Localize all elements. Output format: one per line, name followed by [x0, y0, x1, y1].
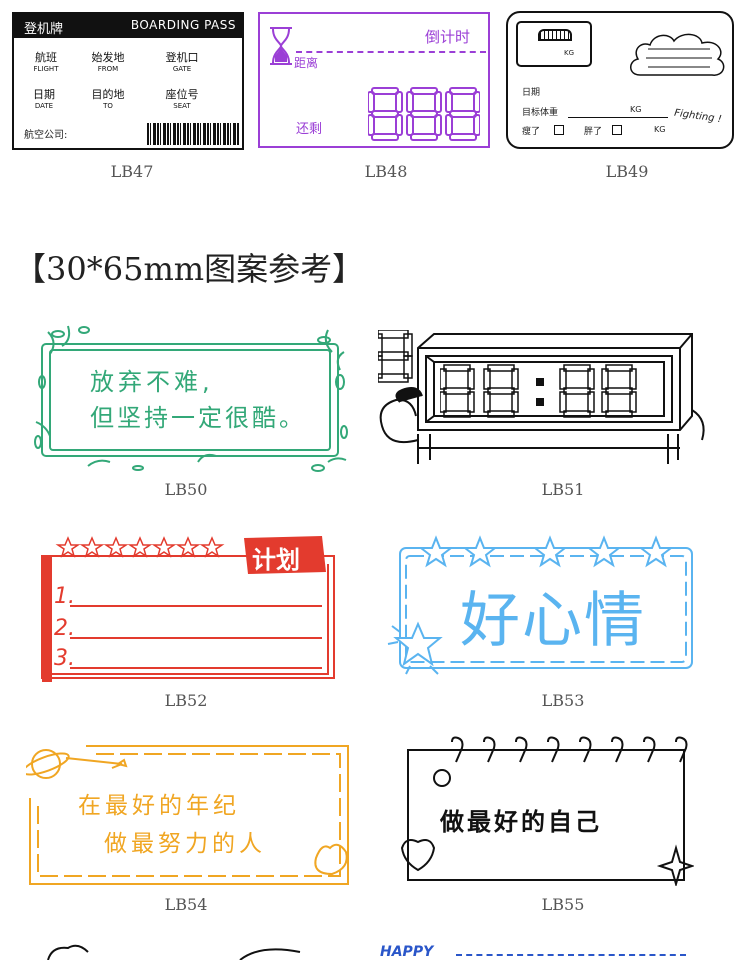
code-lb52: LB52 [164, 691, 208, 710]
leaf-frame-icon [34, 325, 348, 472]
clock-digits [440, 364, 637, 418]
cloud-note-icon [630, 33, 725, 76]
fighting-text: Fighting ! [673, 107, 723, 126]
plan-frame-icon [41, 536, 335, 682]
notebook-frame-icon [400, 736, 694, 886]
plan-num-1: 1. [54, 584, 75, 609]
code-lb53: LB53 [541, 691, 585, 710]
clock-dog-stamp[interactable] [378, 330, 710, 470]
seven-segment-digits [368, 87, 480, 141]
happy-text: HAPPY [380, 944, 434, 960]
boarding-pass-header: 登机牌 BOARDING PASS [14, 14, 242, 38]
hourglass-icon [270, 27, 292, 65]
code-lb48: LB48 [364, 162, 408, 181]
dashed-line [296, 51, 486, 53]
countdown-title: 倒计时 [425, 28, 471, 46]
plan-tag: 计划 [252, 546, 300, 574]
boarding-pass-title-cn: 登机牌 [24, 22, 64, 37]
code-lb49: LB49 [605, 162, 649, 181]
airline-label: 航空公司: [24, 130, 68, 141]
countdown-stamp[interactable]: 倒计时 距离 还剩 [258, 12, 490, 148]
change-unit: KG [654, 125, 666, 134]
plan-stamp[interactable]: 计划 1. 2. 3. [38, 534, 342, 684]
notebook-text: 做最好的自己 [440, 808, 602, 836]
section-title: 【30*65mm图案参考】 [14, 250, 365, 288]
star-frame-icon [387, 535, 693, 675]
plan-num-2: 2. [54, 616, 75, 641]
notebook-stamp[interactable]: 做最好的自己 [396, 736, 694, 886]
plan-num-3: 3. [54, 646, 75, 671]
scale-icon: KG [516, 21, 592, 67]
good-mood-text: 好心情 [460, 586, 646, 656]
code-lb55: LB55 [541, 895, 585, 914]
code-lb54: LB54 [164, 895, 208, 914]
distance-label: 距离 [294, 56, 319, 70]
lb50-line1: 放弃不难, [90, 368, 214, 396]
lb50-line2: 但坚持一定很酷。 [90, 404, 306, 432]
weight-tracker-stamp[interactable]: KG 日期 目标体重 KG 瘦了 胖了 KG Fighting ! [506, 11, 734, 149]
happy-dashed-line [456, 954, 686, 956]
lb54-line1: 在最好的年纪 [78, 793, 240, 819]
leaf-frame-stamp[interactable]: 放弃不难, 但坚持一定很酷。 [28, 322, 354, 472]
best-age-stamp[interactable]: 在最好的年纪 做最努力的人 [26, 738, 356, 890]
code-lb47: LB47 [110, 162, 154, 181]
barcode-icon [147, 123, 239, 145]
thin-label: 瘦了 [522, 127, 541, 137]
weight-label: 目标体重 [522, 108, 559, 118]
weight-unit: KG [630, 105, 642, 114]
fat-checkbox[interactable] [612, 125, 622, 135]
thin-checkbox[interactable] [554, 125, 564, 135]
partial-stamp-outline [47, 944, 301, 960]
remaining-label: 还剩 [296, 122, 323, 137]
good-mood-stamp[interactable]: 好心情 [378, 534, 700, 684]
fat-label: 胖了 [584, 127, 603, 137]
planet-frame-icon [26, 745, 349, 885]
code-lb50: LB50 [164, 480, 208, 499]
code-lb51: LB51 [541, 480, 585, 499]
boarding-pass-title-en: BOARDING PASS [130, 18, 236, 32]
date-label: 日期 [522, 88, 541, 98]
weight-line [568, 117, 668, 118]
lb54-line2: 做最努力的人 [104, 831, 266, 857]
